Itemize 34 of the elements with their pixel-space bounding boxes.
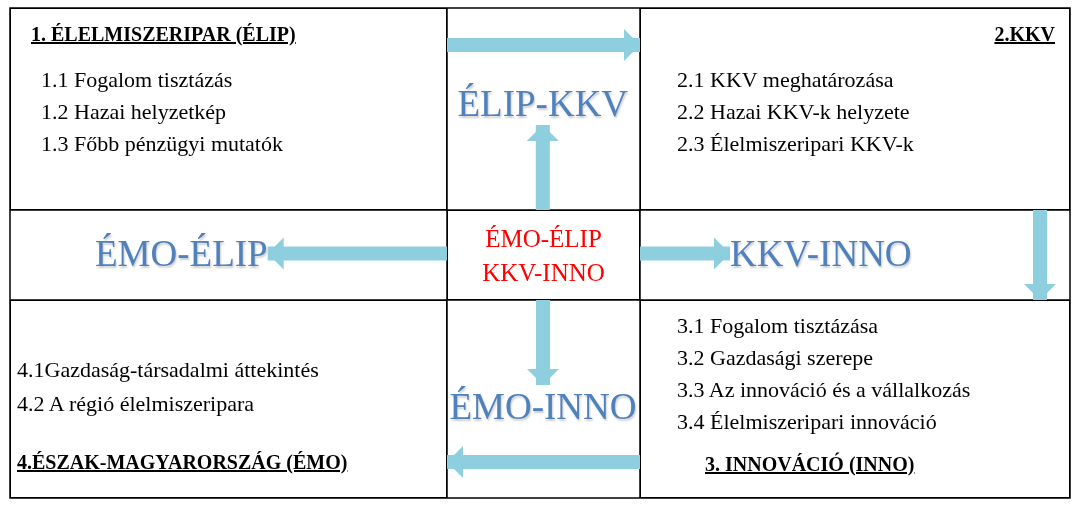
list-item: 3.2 Gazdasági szerepe [677,345,874,371]
list-item: 1.1 Fogalom tisztázás [41,67,233,93]
arrow [447,29,640,61]
section-panel [10,8,447,210]
section-panel [640,8,1070,210]
list-item: 3.1 Fogalom tisztázása [677,313,878,339]
section-panel [640,300,1070,498]
topic-pair-label: ÉMO-ÉLIP [95,232,268,275]
section-heading: 4.ÉSZAK-MAGYARORSZÁG (ÉMO) [17,451,348,474]
center-panel [447,210,640,300]
arrow [527,300,559,385]
list-item: 2.3 Élelmiszeripari KKV-k [677,131,914,157]
list-item: 1.3 Főbb pénzügyi mutatók [41,131,283,157]
topic-pair-label: ÉMO-INNO [449,385,637,428]
list-item: 4.2 A régió élelmiszeripara [17,391,255,417]
topic-pair-label: KKV-INNO [730,232,912,275]
arrow [640,237,730,270]
arrow [526,125,559,210]
center-topic-label: ÉMO-ÉLIP [484,225,603,253]
arrow [447,446,640,478]
list-item: 3.3 Az innováció és a vállalkozás [677,377,971,403]
list-item: 3.4 Élelmiszeripari innováció [677,409,937,435]
section-panel [10,300,447,498]
arrow [1024,210,1056,300]
list-item: 1.2 Hazai helyzetkép [41,99,227,125]
arrow [267,237,447,270]
section-heading: 2.KKV [994,23,1055,46]
section-heading: 3. INNOVÁCIÓ (INNO) [705,453,915,476]
list-item: 2.2 Hazai KKV-k helyzete [677,99,910,125]
center-topic-label: KKV-INNO [481,259,606,287]
list-item: 4.1Gazdaság-társadalmi áttekintés [17,357,319,383]
topic-pair-label: ÉLIP-KKV [457,82,629,125]
list-item: 2.1 KKV meghatározása [677,67,894,93]
section-heading: 1. ÉLELMISZERIPAR (ÉLIP) [31,23,296,46]
